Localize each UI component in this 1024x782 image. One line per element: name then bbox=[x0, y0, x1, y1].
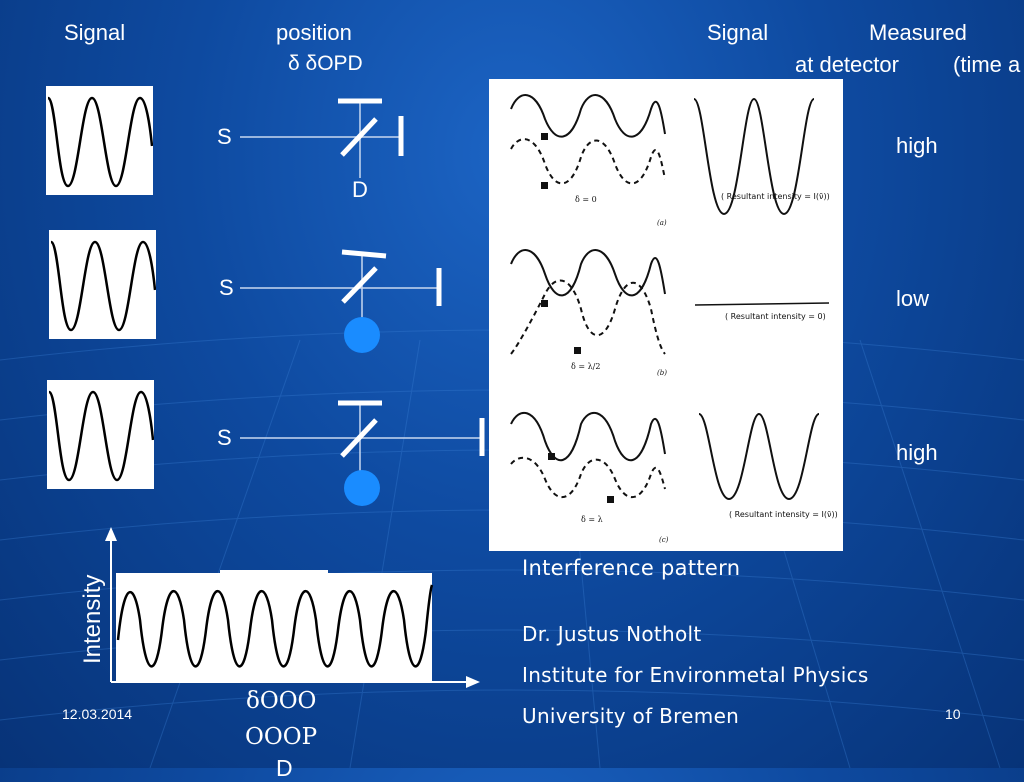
source-label-2: S bbox=[219, 275, 234, 300]
plot-xlabel-2: OOOP bbox=[245, 724, 318, 750]
caption: Interference pattern bbox=[522, 556, 741, 580]
signal-wave-1 bbox=[46, 86, 153, 195]
signal-wave-2 bbox=[49, 230, 156, 339]
header-at-detector: at detector bbox=[795, 52, 899, 77]
source-label-3: S bbox=[217, 425, 232, 450]
header-opd: δ δOPD bbox=[288, 52, 363, 75]
header-time: (time a bbox=[953, 52, 1021, 77]
header-signal: Signal bbox=[64, 20, 126, 45]
interferometer-row-2 bbox=[240, 249, 442, 353]
interferometer-row-1 bbox=[240, 98, 404, 178]
source-label-1: S bbox=[217, 124, 232, 149]
author: Dr. Justus Notholt bbox=[522, 622, 702, 646]
figure-a-result: ( Resultant intensity = I(ν̄)) bbox=[721, 192, 830, 201]
plot-xlabel-3: D bbox=[276, 755, 293, 781]
header-measured: Measured bbox=[869, 20, 967, 45]
plot-xlabel-1: δOOO bbox=[246, 688, 317, 714]
result-label-3: high bbox=[896, 440, 938, 465]
university: University of Bremen bbox=[522, 704, 740, 728]
signal-wave-3 bbox=[47, 380, 154, 489]
plot-ylabel: Intensity bbox=[79, 574, 106, 664]
institute: Institute for Environmetal Physics bbox=[522, 663, 869, 687]
interferometer-row-3 bbox=[240, 400, 485, 506]
figure-a-tag: (a) bbox=[657, 219, 667, 227]
figure-c-result: ( Resultant intensity = I(ν̄)) bbox=[729, 510, 838, 519]
figure-b-result: ( Resultant intensity = 0) bbox=[725, 312, 826, 321]
result-label-2: low bbox=[896, 286, 930, 311]
figure-a-delta: δ = 0 bbox=[575, 195, 597, 204]
figure-c-tag: (c) bbox=[659, 536, 669, 544]
figure-b-tag: (b) bbox=[657, 369, 667, 377]
result-label-1: high bbox=[896, 133, 938, 158]
detector-label-1: D bbox=[352, 177, 368, 202]
header-position: position bbox=[276, 20, 352, 45]
figure-b-delta: δ = λ/2 bbox=[571, 362, 600, 371]
figure-c-delta: δ = λ bbox=[581, 515, 603, 524]
header-signal-right: Signal bbox=[707, 20, 769, 45]
slide-date: 12.03.2014 bbox=[62, 706, 133, 722]
slide-number: 10 bbox=[945, 706, 961, 722]
interference-figure: δ = 0 (a) ( Resultant intensity = I(ν̄))… bbox=[489, 79, 843, 551]
